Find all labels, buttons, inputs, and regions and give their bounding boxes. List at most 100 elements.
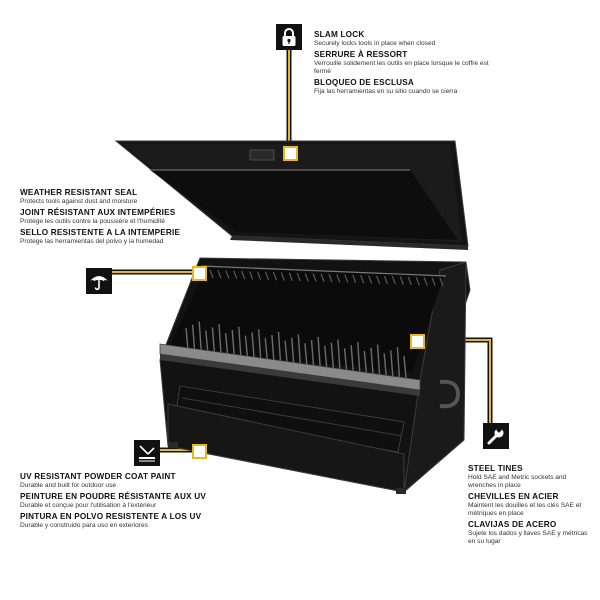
tine <box>251 332 255 359</box>
top-tine-rail <box>209 269 444 287</box>
callout-steel-tines: STEEL TINES Hold SAE and Metric sockets … <box>468 464 588 548</box>
tine <box>277 331 282 362</box>
slam-lock-title-en: SLAM LOCK <box>314 30 365 39</box>
tine <box>231 329 235 356</box>
steel-tines-title-fr: CHEVILLES EN ACIER <box>468 492 559 502</box>
callout-uv-paint: UV RESISTANT POWDER COAT PAINT Durable a… <box>20 472 250 532</box>
tine <box>403 355 407 379</box>
weather-seal-desc-en: Protects tools against dust and moisture <box>20 198 138 205</box>
rail-tine <box>280 272 285 281</box>
slam-lock-desc-en: Securely locks tools in place when close… <box>314 40 436 47</box>
rail-tine <box>304 273 309 282</box>
tine <box>191 324 196 351</box>
tine <box>324 345 328 368</box>
marker-uv-paint <box>192 444 207 459</box>
tine <box>257 329 262 360</box>
tine <box>337 339 341 370</box>
weather-seal-desc-fr: Protège les outils contre la poussière e… <box>20 218 165 226</box>
lock-icon <box>276 24 302 50</box>
rail-tine <box>217 270 222 279</box>
callout-weather-seal: WEATHER RESISTANT SEAL Protects tools ag… <box>20 188 240 248</box>
tine <box>310 340 315 367</box>
toolbox-lid <box>114 140 469 250</box>
tine <box>290 337 295 364</box>
marker-steel-tines <box>410 334 425 349</box>
tine <box>370 347 374 374</box>
rail-tine <box>288 272 293 281</box>
slam-lock-title-fr: SERRURE À RESSORT <box>314 50 408 60</box>
rail-tine <box>407 276 412 286</box>
wrench-icon <box>483 423 509 449</box>
tine <box>390 350 394 377</box>
tine <box>218 324 222 355</box>
rail-tine <box>439 277 444 287</box>
steel-tines-title-es: CLAVIJAS DE ACERO <box>468 520 557 530</box>
steel-tines-desc-es: Sujete los dados y llaves SAE y métricas… <box>468 530 588 546</box>
weather-seal-title-en: WEATHER RESISTANT SEAL <box>20 188 138 197</box>
tine <box>198 321 202 352</box>
rail-tine <box>344 274 349 283</box>
rail-tine <box>272 271 278 281</box>
tine <box>238 326 242 357</box>
rail-tine <box>249 271 254 280</box>
rail-tine <box>233 270 238 280</box>
uv-paint-desc-es: Durable y construido para uso en exterio… <box>20 522 148 530</box>
rail-tine <box>257 271 262 280</box>
steel-tines-desc-en: Hold SAE and Metric sockets and wrenches… <box>468 474 567 490</box>
uv-paint-title-es: PINTURA EN POLVO RESISTENTE A LOS UV <box>20 512 202 522</box>
tine <box>211 327 216 354</box>
tine <box>376 344 381 375</box>
uv-paint-desc-en: Durable and built for outdoor use <box>20 482 117 489</box>
slam-lock-desc-es: Fija las herramientas en su sitio cuando… <box>314 88 458 96</box>
rail-tine <box>391 276 396 285</box>
rail-tine <box>209 269 214 279</box>
tine <box>317 336 321 368</box>
rail-tine <box>312 273 317 282</box>
tine <box>284 340 288 363</box>
rail-tine <box>328 273 333 283</box>
rail-tine <box>415 276 420 286</box>
weather-seal-desc-es: Protege las herramientas del polvo y la … <box>20 238 164 246</box>
tine <box>396 347 401 378</box>
rail-tine <box>399 276 404 285</box>
rail-tine <box>241 270 246 280</box>
rail-tine <box>360 275 365 284</box>
tine <box>363 350 368 373</box>
weather-seal-title-es: SELLO RESISTENTE A LA INTEMPERIE <box>20 228 181 238</box>
rail-tine <box>375 275 381 285</box>
tine <box>205 330 209 353</box>
tine <box>244 335 249 358</box>
umbrella-icon <box>86 268 112 294</box>
marker-slam-lock <box>283 146 298 161</box>
tine <box>343 348 348 371</box>
callout-slam-lock: SLAM LOCK Securely locks tools in place … <box>314 30 504 98</box>
steel-tines-desc-fr: Maintent les douilles et les clés SAE et… <box>468 502 582 518</box>
rail-tine <box>264 271 270 281</box>
tine <box>224 333 229 356</box>
rail-tine <box>431 277 436 286</box>
tine <box>357 342 361 373</box>
front-bar <box>159 343 421 396</box>
steel-tines-title-en: STEEL TINES <box>468 464 523 473</box>
tine <box>304 343 308 366</box>
rail-tine <box>368 275 373 284</box>
rail-tine <box>320 273 325 283</box>
slam-lock-title-es: BLOQUEO DE ESCLUSA <box>314 78 415 88</box>
rail-tine <box>336 274 341 283</box>
tine <box>271 334 275 362</box>
rail-tine <box>423 277 428 286</box>
slam-lock-desc-fr: Verrouille solidement les outils en plac… <box>314 60 489 76</box>
marker-weather-seal <box>192 266 207 281</box>
steel-tines <box>185 321 407 379</box>
tine <box>264 338 268 361</box>
uv-paint-title-en: UV RESISTANT POWDER COAT PAINT <box>20 472 176 481</box>
toolbox-body <box>159 257 471 494</box>
tine <box>185 327 189 351</box>
rail-tine <box>352 274 357 284</box>
tine <box>350 345 354 372</box>
uv-resistant-icon <box>134 440 160 466</box>
rail-tine <box>225 270 230 279</box>
uv-paint-title-fr: PEINTURE EN POUDRE RÉSISTANTE AUX UV <box>20 492 206 502</box>
rail-tine <box>296 272 301 282</box>
